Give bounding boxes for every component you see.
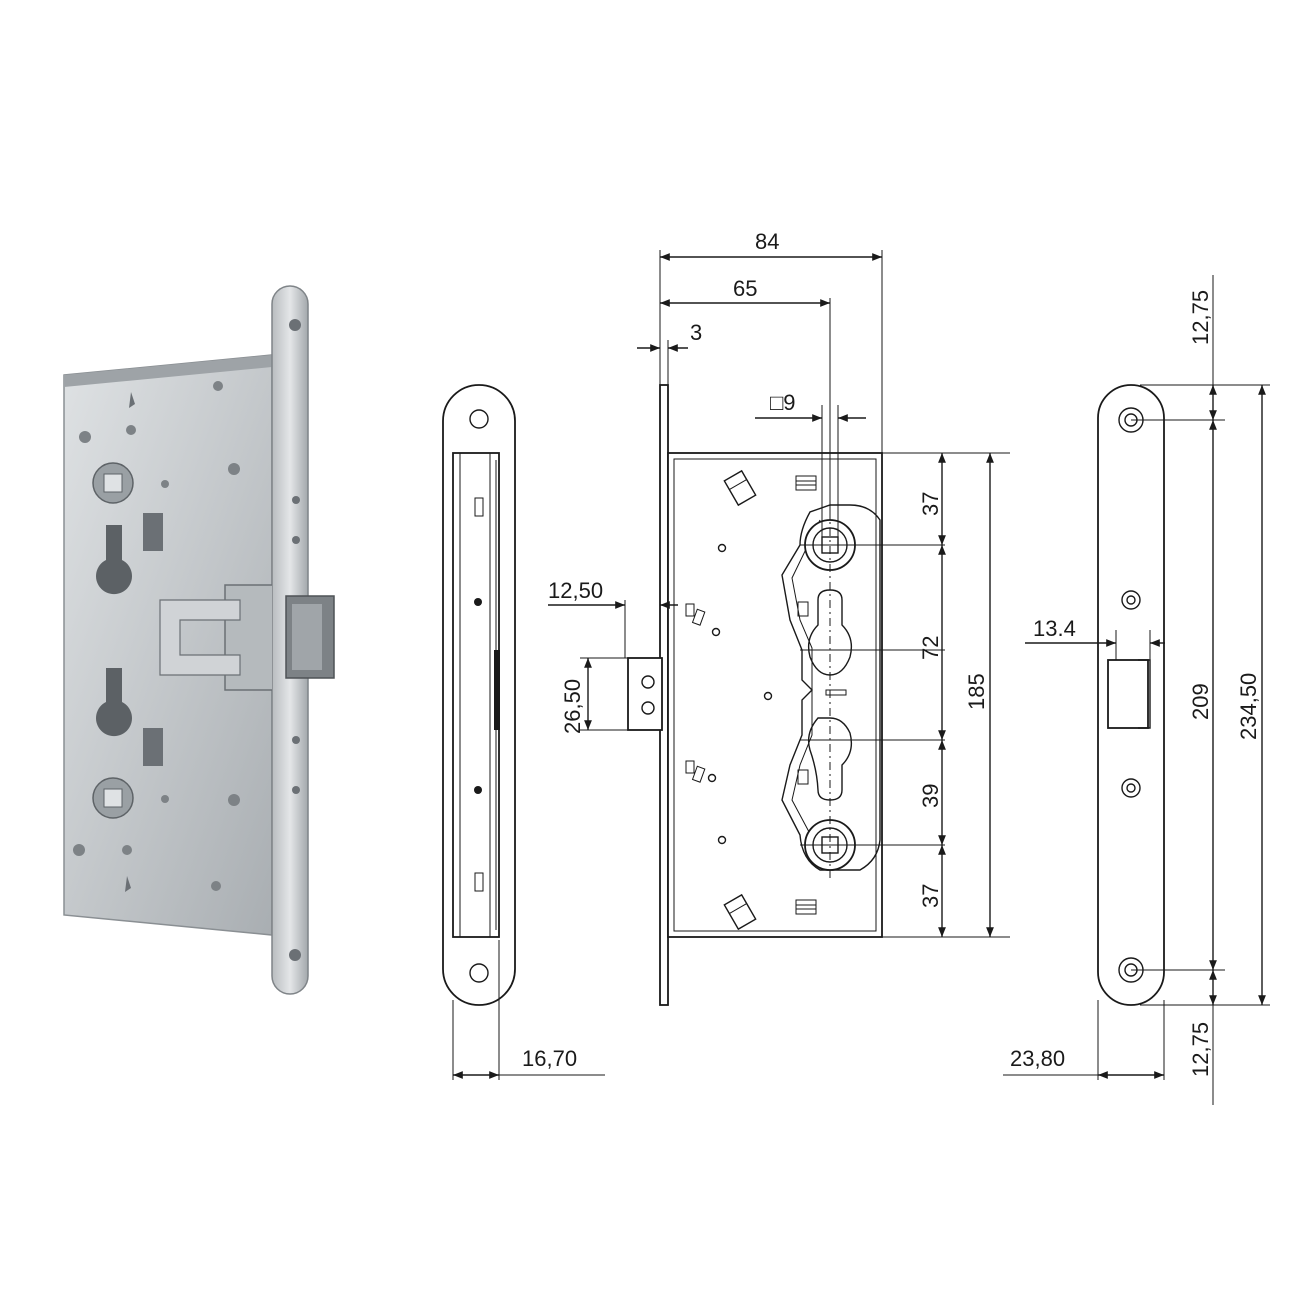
dim-cylinder-cylinder: 39 xyxy=(918,784,943,808)
dim-spindle-top: 37 xyxy=(918,492,943,516)
faceplate-screw-hole xyxy=(289,949,301,961)
faceplate-view: 13.4 12,75 209 12,75 234,50 23,80 xyxy=(1003,275,1270,1105)
dim-bolt-offset: 12,50 xyxy=(548,578,603,603)
lock-photo xyxy=(63,285,335,995)
front-bolt xyxy=(627,657,663,731)
side-view: 16,70 xyxy=(442,384,605,1080)
dim-square-spindle: □9 xyxy=(770,390,796,415)
dim-screw-edge-bottom: 12,75 xyxy=(1188,1022,1213,1077)
front-view: 84 65 3 □9 12,50 26,50 37 72 39 37 xyxy=(548,229,1010,1006)
faceplate-screw-hole xyxy=(289,319,301,331)
dim-latch-offset: 13.4 xyxy=(1033,616,1076,641)
dim-side-width: 16,70 xyxy=(522,1046,577,1071)
dim-backset: 65 xyxy=(733,276,757,301)
dim-screw-spacing: 209 xyxy=(1188,683,1213,720)
side-screw-hole xyxy=(469,963,489,983)
dim-bolt-height: 26,50 xyxy=(560,679,585,734)
front-case xyxy=(667,452,883,938)
dim-spindle-bottom: 37 xyxy=(918,884,943,908)
case-top-edge xyxy=(64,355,272,387)
cylinder-cutout-photo xyxy=(95,525,132,595)
cylinder-cutout-photo xyxy=(95,668,132,737)
dim-screw-edge-top: 12,75 xyxy=(1188,290,1213,345)
dim-faceplate-width: 23,80 xyxy=(1010,1046,1065,1071)
dim-faceplate-length: 234,50 xyxy=(1236,673,1261,740)
dim-faceplate-thickness: 3 xyxy=(690,320,702,345)
side-case xyxy=(452,452,500,938)
dim-case-height: 185 xyxy=(964,673,989,710)
dim-spindle-cylinder: 72 xyxy=(918,636,943,660)
faceplate-latch-opening xyxy=(1107,659,1149,729)
side-screw-hole xyxy=(469,409,489,429)
dim-total-width: 84 xyxy=(755,229,779,254)
